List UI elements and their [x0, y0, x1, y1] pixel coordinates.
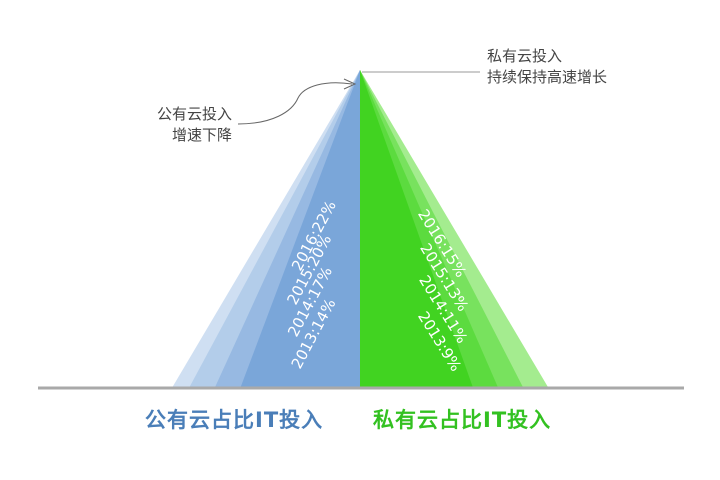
public-cloud-series — [171, 70, 360, 388]
public-annotation-line1: 公有云投入 — [156, 105, 232, 123]
public-cloud-title: 公有云占比IT投入 — [145, 408, 324, 432]
private-layer-2013 — [360, 70, 474, 388]
public-annotation-line2: 增速下降 — [171, 126, 232, 144]
public-layer-2013 — [240, 70, 360, 388]
public-cloud-annotation: 公有云投入 增速下降 — [138, 104, 232, 146]
private-annotation-line2: 持续保持高速增长 — [487, 68, 608, 86]
arrow-head-icon — [343, 78, 357, 90]
private-annotation-line1: 私有云投入 — [487, 47, 563, 65]
public-annotation-arrow — [237, 82, 353, 125]
private-cloud-series — [360, 70, 549, 388]
private-cloud-annotation: 私有云投入 持续保持高速增长 — [487, 46, 607, 88]
private-cloud-title: 私有云占比IT投入 — [373, 408, 552, 432]
